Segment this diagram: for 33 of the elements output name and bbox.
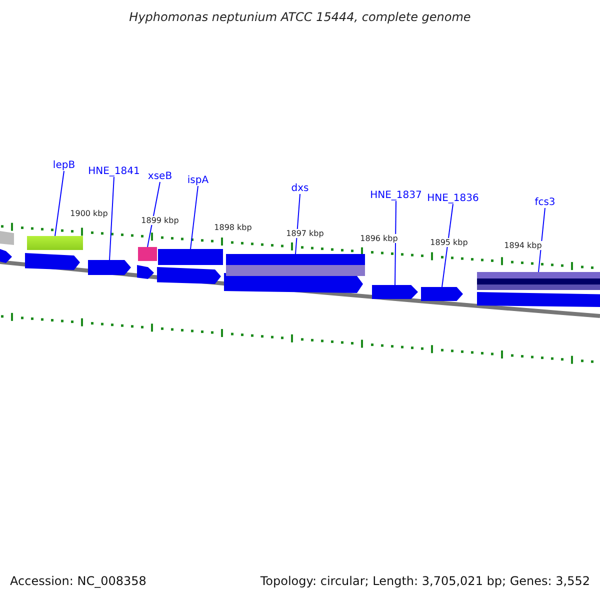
footer-text: Topology: circular; Length: 3,705,021 bp; Genes: 3,552	[260, 574, 590, 588]
leader-line	[109, 176, 114, 260]
gene-feature	[421, 287, 463, 301]
leader-line	[147, 182, 160, 248]
position-label: 1900 kbp	[69, 209, 109, 218]
gene-feature	[226, 254, 365, 276]
leader-line	[442, 204, 454, 288]
footer-text: Accession: NC_008358	[10, 574, 146, 588]
gene-feature	[158, 249, 223, 265]
position-label: 1899 kbp	[140, 216, 180, 225]
position-label: 1894 kbp	[503, 241, 543, 250]
position-label: 1897 kbp	[285, 229, 325, 238]
gene-label: HNE_1836	[427, 193, 479, 204]
gene-feature	[88, 260, 131, 275]
gene-label: ispA	[187, 175, 209, 186]
position-label: 1895 kbp	[429, 238, 469, 247]
position-label: 1898 kbp	[213, 223, 253, 232]
gene-label: fcs3	[534, 197, 556, 208]
gene-feature	[27, 236, 83, 250]
position-label: 1896 kbp	[359, 234, 399, 243]
leader-line	[190, 186, 198, 250]
gene-label: HNE_1841	[88, 166, 140, 177]
leader-line	[54, 170, 64, 236]
gene-feature	[138, 247, 157, 261]
gene-label: dxs	[291, 183, 309, 194]
gene-label: xseB	[148, 171, 172, 182]
leader-line	[538, 208, 546, 272]
gene-label: HNE_1837	[370, 190, 422, 201]
gene-label: lepB	[52, 160, 76, 171]
leader-line	[394, 200, 396, 286]
gene-feature	[477, 272, 600, 290]
gene-feature	[372, 285, 418, 299]
title: Hyphomonas neptunium ATCC 15444, complete genome	[128, 10, 472, 24]
